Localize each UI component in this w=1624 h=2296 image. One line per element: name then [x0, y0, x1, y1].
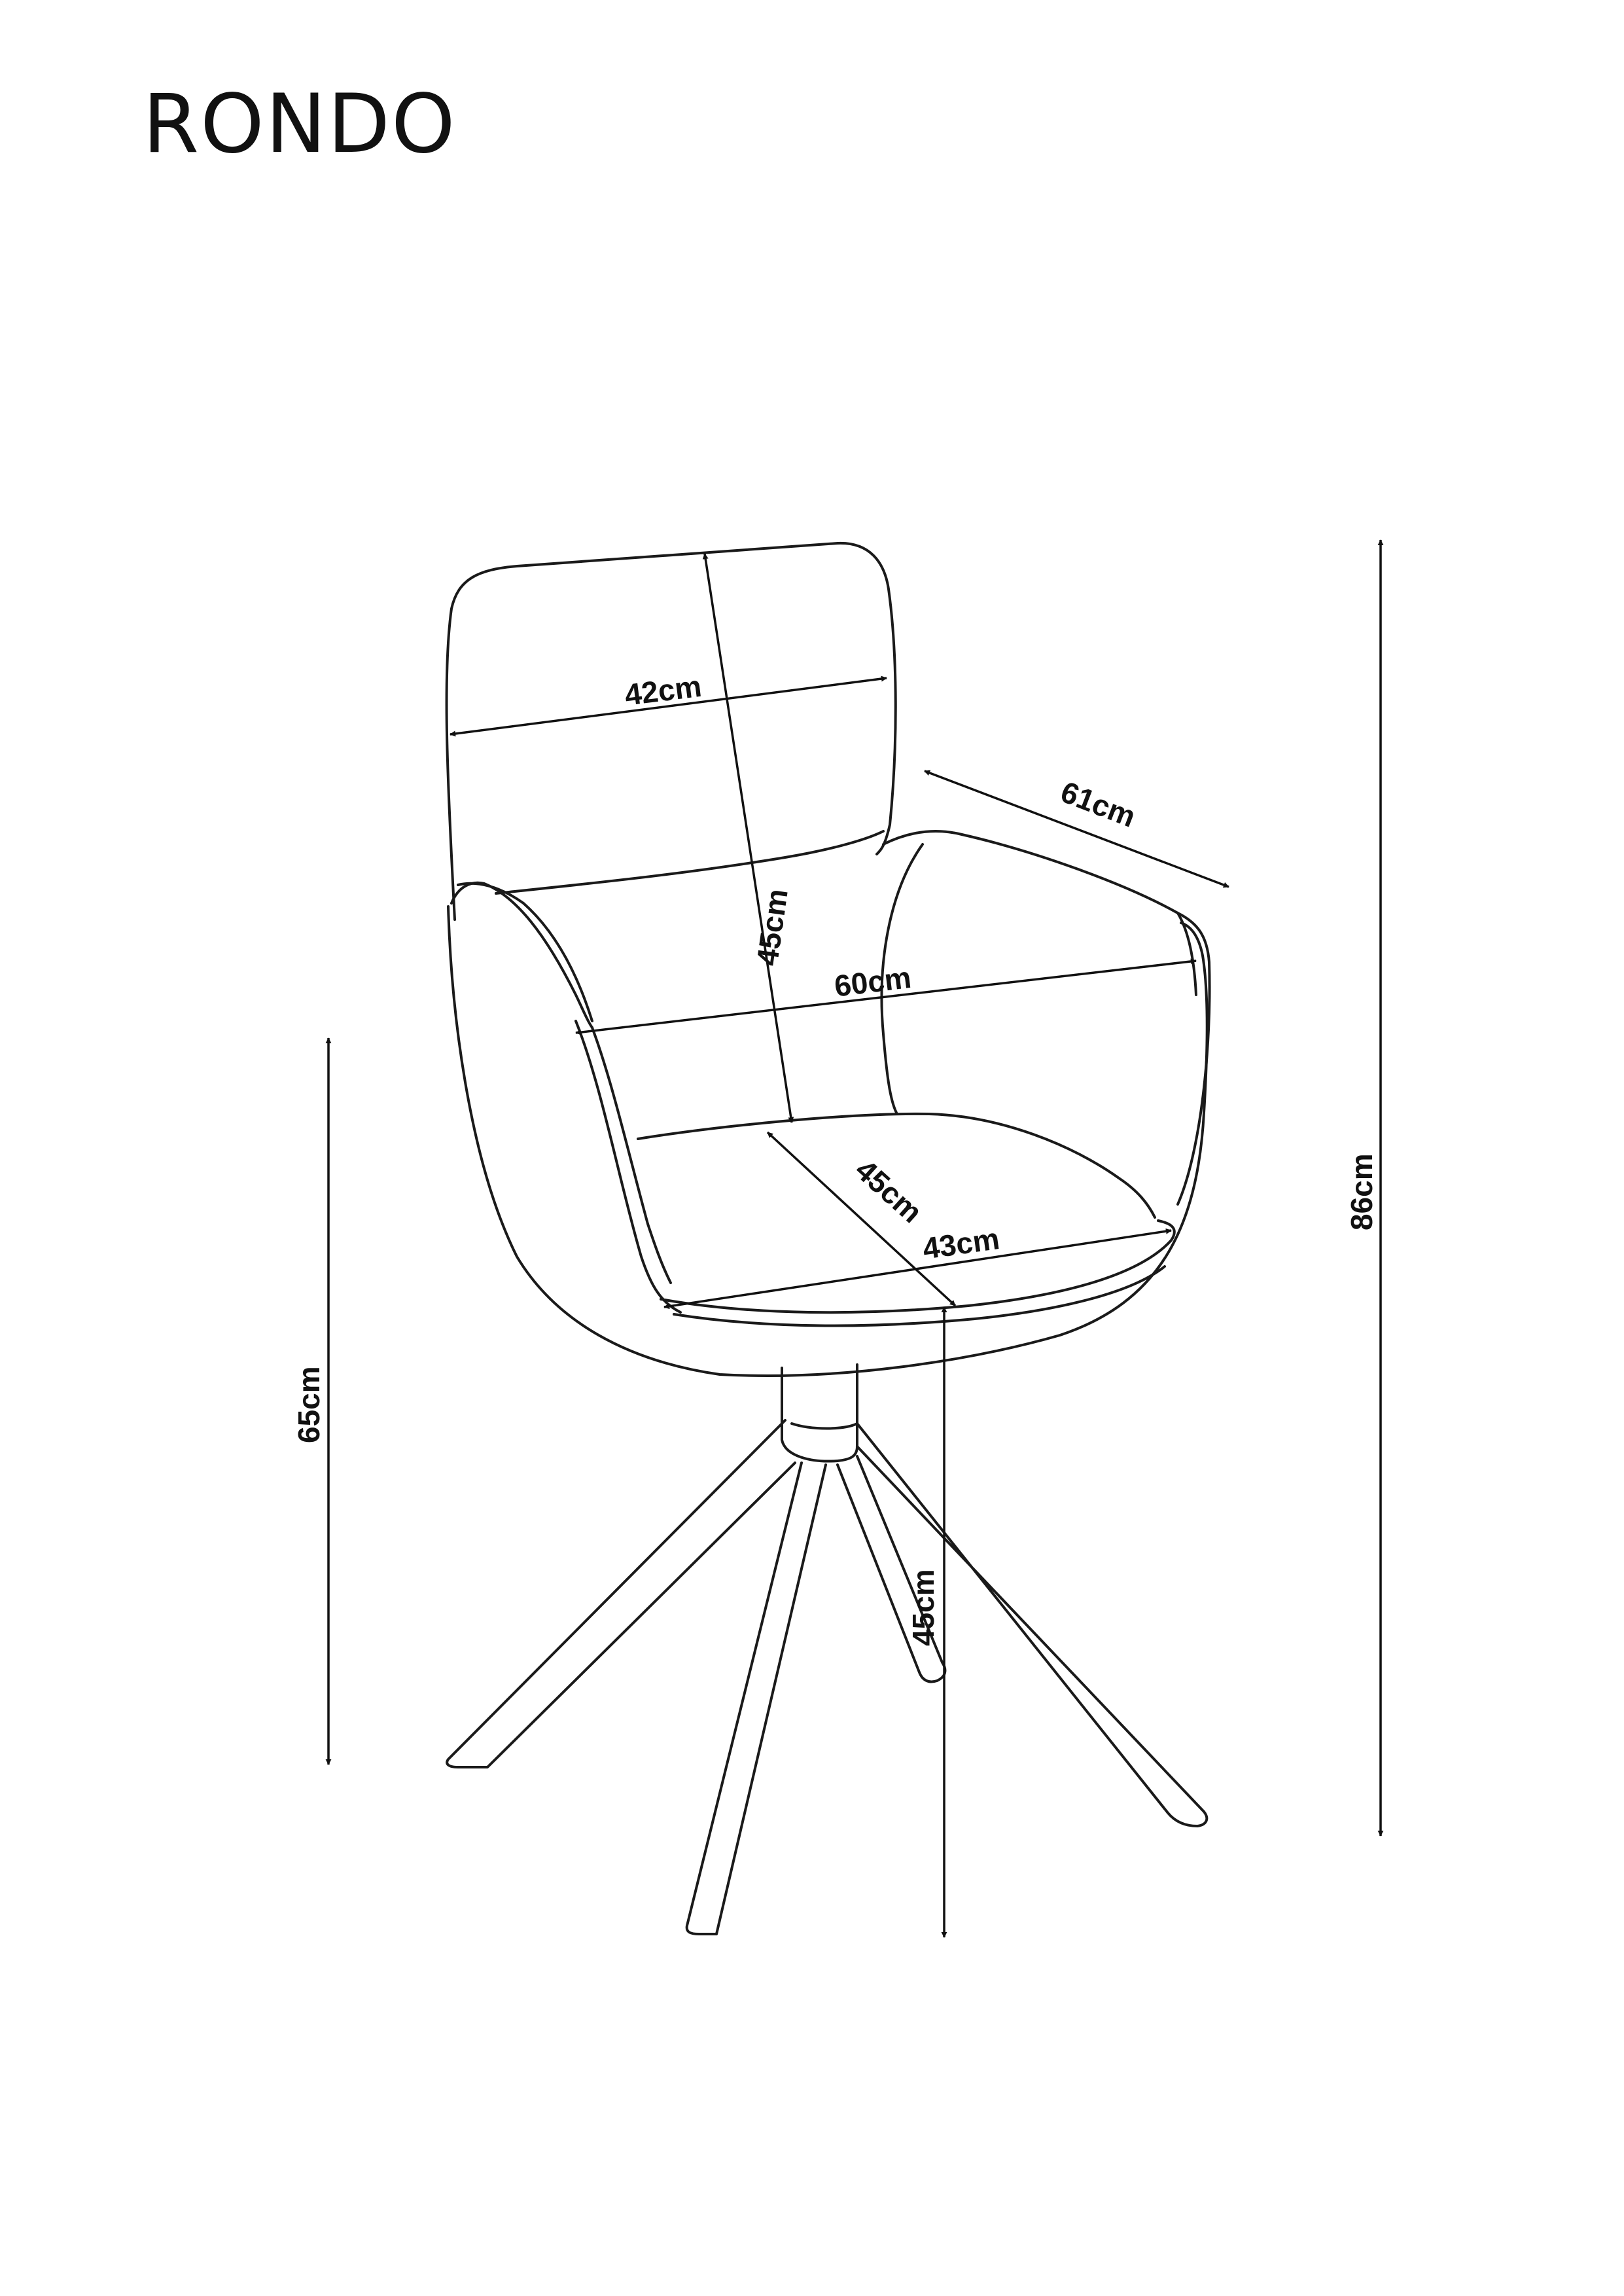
- seat-height-label: 45cm: [906, 1569, 940, 1646]
- seat-front-edge: [660, 1219, 1176, 1314]
- leg-front-left: [446, 1419, 796, 1768]
- leg-front-center: [685, 1462, 827, 1935]
- dimension-labels: 42cm 45cm 61cm 60cm 45cm 43cm 65cm 45cm …: [292, 669, 1379, 1646]
- leg-front-right: [856, 1422, 1209, 1827]
- backrest-bottom-edge: [495, 830, 885, 895]
- swivel-column: [781, 1363, 858, 1463]
- left-armrest-top: [450, 881, 593, 1029]
- total-height-label: 86cm: [1345, 1153, 1379, 1230]
- width-line: [575, 958, 1197, 1035]
- backrest-height-line: [702, 553, 794, 1123]
- chair-shell: [447, 905, 1209, 1377]
- leg-back-center: [836, 1455, 947, 1683]
- left-armrest-outer: [457, 882, 593, 1022]
- seat-cushion: [637, 1112, 1156, 1219]
- backrest-width-label: 42cm: [623, 669, 703, 712]
- depth-line: [924, 770, 1229, 888]
- swivel-column-ring: [790, 1422, 858, 1430]
- dimension-lines: [325, 539, 1384, 1938]
- right-armrest-top: [882, 830, 1211, 1206]
- backrest-width-line: [450, 675, 887, 737]
- product-title: RONDO: [143, 77, 457, 171]
- seat-width-line: [663, 1228, 1172, 1310]
- backrest-shape: [445, 541, 897, 921]
- seat-depth-line: [766, 1131, 957, 1307]
- chair-outline: [445, 541, 1211, 1935]
- width-label: 60cm: [832, 960, 913, 1003]
- armrest-height-label: 65cm: [292, 1366, 326, 1443]
- left-arm-inner-2: [591, 1026, 672, 1284]
- left-arm-inner: [574, 1020, 682, 1314]
- seat-front-piping: [673, 1265, 1166, 1327]
